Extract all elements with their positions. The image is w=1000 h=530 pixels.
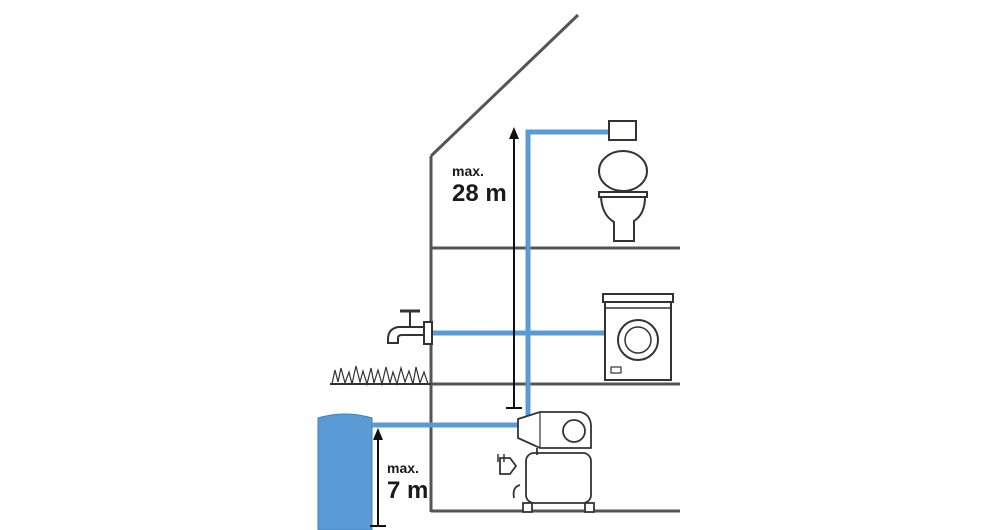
washing-machine-icon [602,293,674,381]
height-label-lower-prefix: max. [387,460,419,476]
water-source-icon [317,413,373,530]
toilet-cistern [608,120,637,141]
pressure-tank [525,452,592,504]
washing-machine-top [602,293,674,303]
house-outline [429,13,680,513]
toilet-seat [598,191,648,198]
toilet-icon [598,120,648,242]
pump-power-plug [499,457,518,475]
height-label-lower: max. 7 m [387,460,428,504]
pump-pressure-gauge [562,419,586,443]
height-label-lower-value: 7 m [387,477,428,504]
tap-spout [387,326,425,344]
tap-wall-plate [423,321,433,345]
pump-with-pressure-tank-icon [497,411,595,513]
height-arrow-lower [370,428,386,527]
height-label-upper-prefix: max. [452,163,484,179]
height-arrow-upper [506,127,522,409]
height-label-upper: max. 28 m [452,163,507,207]
toilet-bowl [599,196,647,242]
grass-icon [330,365,431,387]
toilet-lid [598,150,648,192]
riser-pipe [525,129,612,422]
garden-tap-icon [387,309,433,345]
height-label-upper-value: 28 m [452,180,507,207]
roof-line [429,13,580,158]
water-pipes [372,129,612,428]
washing-machine-drawer [610,366,622,374]
